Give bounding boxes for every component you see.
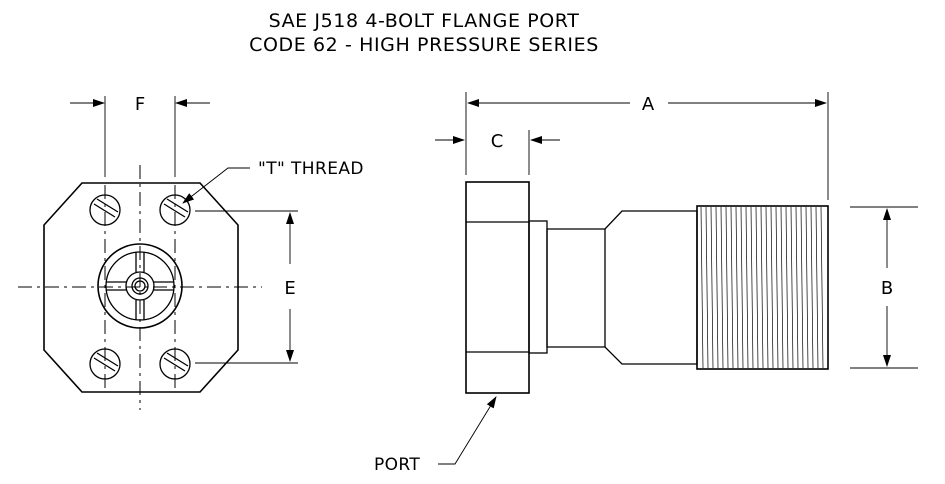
dimension-a	[465, 92, 829, 200]
dimension-c-label: C	[491, 131, 504, 152]
dimension-f	[70, 96, 210, 177]
thread-callout: "T" THREAD	[258, 159, 364, 179]
side-view: A C B PORT	[374, 92, 918, 475]
dimension-e-label: E	[284, 278, 295, 299]
threaded-section	[696, 205, 829, 370]
title-line-2: CODE 62 - HIGH PRESSURE SERIES	[249, 34, 599, 56]
dimension-a-label: A	[642, 94, 655, 115]
dimension-f-label: F	[135, 94, 145, 115]
thread-lines	[700, 206, 824, 369]
flange-outline	[43, 182, 239, 393]
dimension-e	[195, 210, 298, 364]
dimension-c	[435, 130, 560, 175]
port-leader	[438, 396, 497, 465]
body-tube	[546, 210, 698, 365]
neck-collar	[528, 220, 548, 354]
thread-leader	[182, 167, 250, 204]
dimension-b-label: B	[881, 278, 893, 299]
dimension-b	[850, 206, 918, 369]
front-view: F E "T" THREAD	[18, 94, 364, 410]
title-line-1: SAE J518 4-BOLT FLANGE PORT	[269, 10, 580, 32]
flange-head	[465, 181, 530, 394]
port-callout: PORT	[374, 455, 420, 475]
